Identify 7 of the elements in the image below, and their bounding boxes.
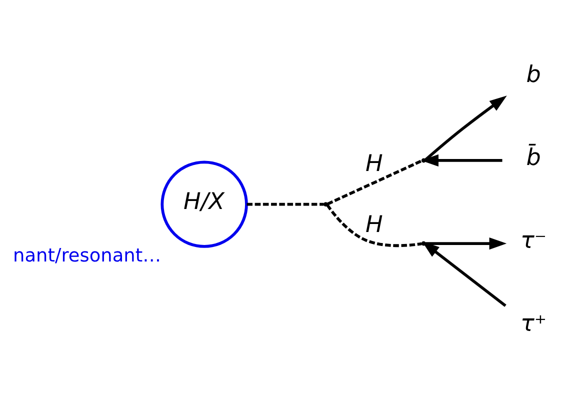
edge-label: H [365, 212, 383, 238]
node-text: b [526, 62, 541, 88]
node-label: nant/resonant… [13, 246, 162, 267]
edge-label: H [365, 150, 383, 177]
node-text: b̄ [526, 145, 541, 172]
node-text: τ⁻ [520, 228, 547, 254]
node-text: τ⁺ [520, 311, 547, 338]
